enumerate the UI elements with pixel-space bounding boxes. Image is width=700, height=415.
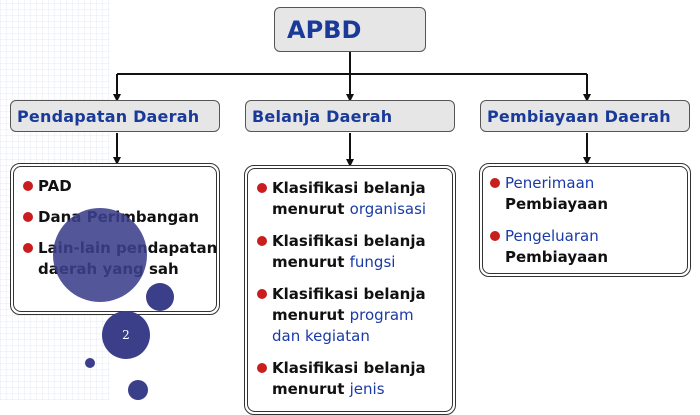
page-number-badge: 2: [102, 311, 150, 359]
list-item: Pengeluaran Pembiayaan: [490, 226, 608, 268]
bullet-icon: [257, 289, 267, 299]
category-pendapatan-daerah: Pendapatan Daerah: [10, 100, 220, 132]
connector-lines: [113, 52, 591, 167]
decorative-circle-tiny: [85, 358, 95, 368]
bullet-icon: [257, 236, 267, 246]
bullet-icon: [490, 178, 500, 188]
pembiayaan-list: Penerimaan Pembiayaan Pengeluaran Pembia…: [490, 173, 608, 279]
bullet-icon: [23, 212, 33, 222]
panel-pembiayaan-items: [479, 163, 691, 277]
bullet-icon: [257, 183, 267, 193]
category-pembiayaan-daerah: Pembiayaan Daerah: [480, 100, 690, 132]
belanja-list: Klasifikasi belanja menurut organisasi K…: [257, 178, 426, 411]
list-item: Klasifikasi belanja menurut organisasi: [257, 178, 426, 220]
root-label: APBD: [287, 15, 362, 44]
decorative-circle-bottom: [128, 380, 148, 400]
list-item: Klasifikasi belanja menurut program dan …: [257, 284, 426, 347]
bullet-icon: [23, 243, 33, 253]
decorative-circle-medium: [146, 283, 174, 311]
category-label: Pendapatan Daerah: [17, 106, 200, 126]
list-item: Klasifikasi belanja menurut fungsi: [257, 231, 426, 273]
page-number: 2: [122, 328, 130, 342]
list-item: Klasifikasi belanja menurut jenis: [257, 358, 426, 400]
bullet-icon: [490, 231, 500, 241]
bullet-icon: [257, 363, 267, 373]
category-belanja-daerah: Belanja Daerah: [245, 100, 455, 132]
list-item: Penerimaan Pembiayaan: [490, 173, 608, 215]
bullet-icon: [23, 181, 33, 191]
decorative-circle-large: [53, 208, 147, 302]
category-label: Pembiayaan Daerah: [487, 106, 671, 126]
category-label: Belanja Daerah: [252, 106, 393, 126]
list-item: PAD: [23, 176, 217, 197]
root-node-apbd: APBD: [274, 7, 426, 52]
